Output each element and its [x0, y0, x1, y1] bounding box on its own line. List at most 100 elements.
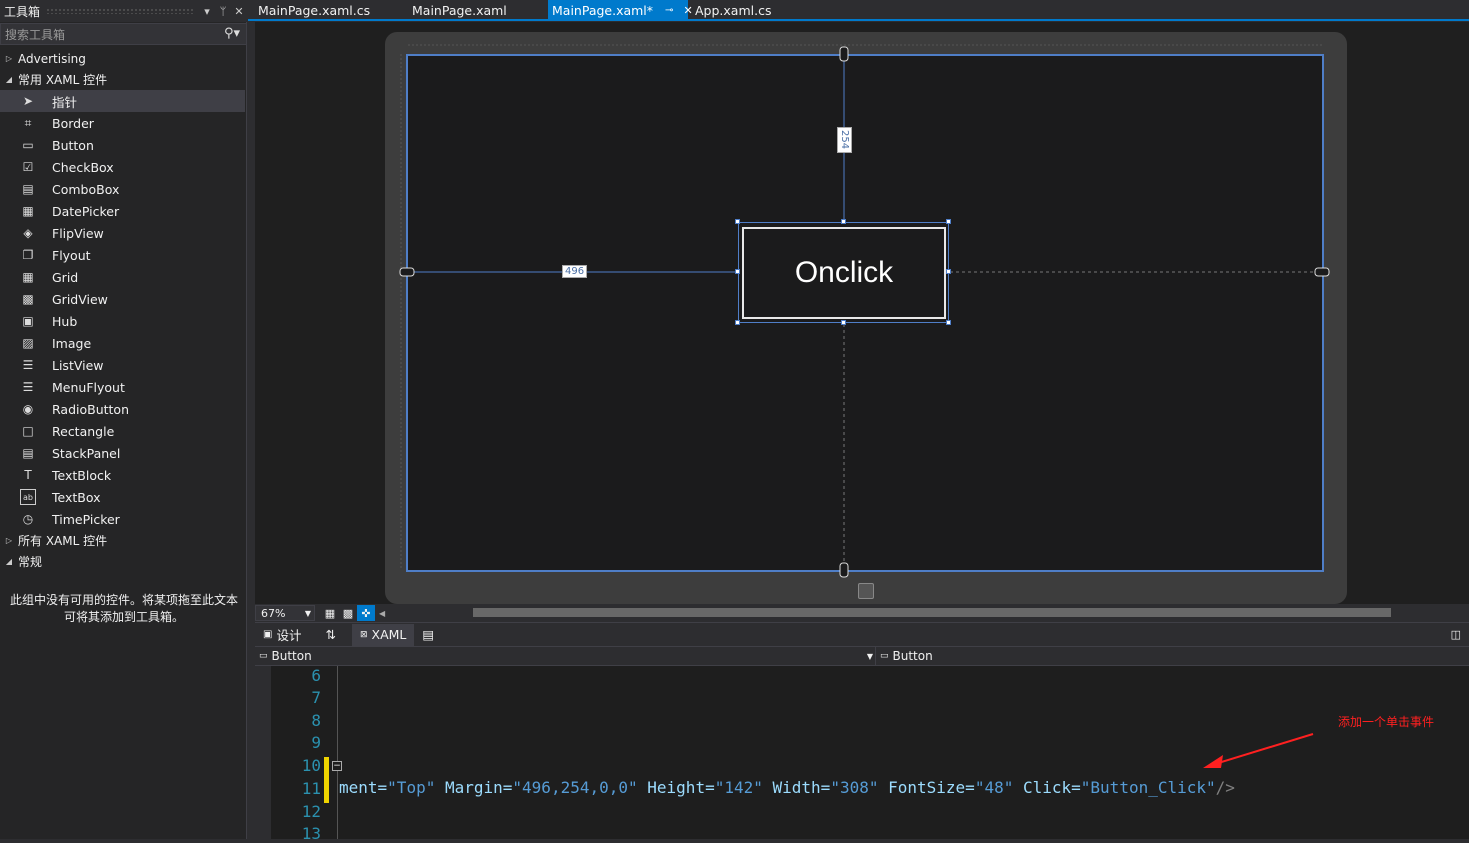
toolbox-item-grid[interactable]: ▦Grid: [0, 266, 245, 288]
resize-handle[interactable]: [841, 219, 846, 224]
toolbox-item-button[interactable]: ▭Button: [0, 134, 245, 156]
toolbox-item-border[interactable]: ⌗Border: [0, 112, 245, 134]
toolbox-item-label: TextBox: [52, 489, 101, 505]
pin-icon[interactable]: ⊸: [665, 4, 674, 16]
group-label: 所有 XAML 控件: [18, 534, 108, 548]
toolbox-item-datepicker[interactable]: ▦DatePicker: [0, 200, 245, 222]
toolbox-panel: 工具箱 ▾ ᛘ ✕ 搜索工具箱 ⚲▾ ▷ Advertising ◢ 常用 XA…: [0, 0, 247, 839]
code-line-11[interactable]: ment="Top" Margin="496,254,0,0" Height="…: [339, 778, 1235, 797]
onclick-button[interactable]: Onclick: [742, 227, 946, 319]
snap-lines-icon[interactable]: ✜: [357, 605, 375, 621]
xaml-code-editor[interactable]: 6 7 8 9 10 11 12 13 − ment="Top" Margin=…: [255, 666, 1469, 843]
group-general[interactable]: ◢ 常规: [0, 551, 247, 572]
element-dropdown-value: Button: [271, 649, 312, 663]
split-vertical-icon[interactable]: ◫: [1450, 628, 1461, 641]
anchor-right-icon[interactable]: [1314, 267, 1330, 277]
outline-line: [337, 666, 338, 839]
anchor-top-icon[interactable]: [839, 46, 849, 62]
tab-mainpage-xaml[interactable]: MainPage.xaml: [402, 0, 548, 20]
group-advertising[interactable]: ▷ Advertising: [0, 48, 247, 69]
popout-xaml-icon[interactable]: ▤: [422, 627, 435, 642]
anchor-left-icon[interactable]: [399, 267, 415, 277]
toolbox-item-rectangle[interactable]: □Rectangle: [0, 420, 245, 442]
tab-app-xaml-cs[interactable]: App.xaml.cs: [688, 0, 808, 20]
snap-grid-icon[interactable]: ▩: [342, 606, 354, 620]
toolbox-title-bar: 工具箱 ▾ ᛘ ✕: [0, 0, 247, 22]
resize-handle[interactable]: [735, 269, 740, 274]
code-token: "308": [830, 778, 879, 797]
tab-mainpage-xaml-cs[interactable]: MainPage.xaml.cs: [248, 0, 402, 20]
resize-handle[interactable]: [735, 219, 740, 224]
pin-icon[interactable]: ᛘ: [219, 4, 227, 18]
toolbox-item-label: GridView: [52, 291, 108, 307]
selection-box: [738, 222, 949, 323]
group-common-xaml[interactable]: ◢ 常用 XAML 控件: [0, 69, 247, 90]
code-navigation-bar: ▭ Button ▼ ▭ Button: [255, 646, 1469, 666]
line-number: 12: [301, 802, 321, 821]
toolbox-item-hub[interactable]: ▣ Hub: [0, 310, 245, 332]
toolbox-item-gridview[interactable]: ▩GridView: [0, 288, 245, 310]
line-number: 7: [311, 688, 321, 707]
toolbox-item-checkbox[interactable]: ☑CheckBox: [0, 156, 245, 178]
toolbox-item-label: Hub: [52, 313, 78, 329]
line-number: 13: [301, 824, 321, 843]
chevron-down-icon: ▼: [866, 651, 873, 661]
search-icon[interactable]: ⚲▾: [223, 26, 240, 41]
close-icon[interactable]: ✕: [234, 4, 244, 18]
page-canvas[interactable]: [406, 54, 1324, 572]
code-token: "Top": [387, 778, 436, 797]
grid-icon: ▦: [22, 270, 34, 284]
zoom-select[interactable]: 67%▼: [255, 605, 315, 621]
xaml-tab[interactable]: ⊠XAML: [351, 623, 415, 646]
toolbox-item-label: DatePicker: [52, 203, 120, 219]
resize-handle[interactable]: [735, 320, 740, 325]
element-dropdown-left[interactable]: ▭ Button ▼: [259, 649, 873, 663]
swap-panes-button[interactable]: ⇅: [325, 627, 336, 642]
toolbox-item-flipview[interactable]: ◈FlipView: [0, 222, 245, 244]
toolbox-item-flyout[interactable]: ❐Flyout: [0, 244, 245, 266]
close-icon[interactable]: ✕: [683, 3, 693, 17]
listview-icon: ☰: [22, 358, 34, 372]
toolbox-item-stackpanel[interactable]: ▤StackPanel: [0, 442, 245, 464]
design-tab[interactable]: ▣设计: [255, 624, 309, 646]
toolbox-item-label: TimePicker: [52, 511, 120, 527]
toolbox-item-label: StackPanel: [52, 445, 121, 461]
toolbox-item-listview[interactable]: ☰ListView: [0, 354, 245, 376]
group-all-xaml[interactable]: ▷ 所有 XAML 控件: [0, 530, 247, 551]
toolbox-item-timepicker[interactable]: ◷TimePicker: [0, 508, 245, 530]
toolbox-item-combobox[interactable]: ▤ComboBox: [0, 178, 245, 200]
dropdown-icon[interactable]: ▾: [204, 4, 210, 18]
tab-label: MainPage.xaml*: [552, 2, 654, 18]
hub-icon: ▣: [22, 314, 34, 328]
horizontal-scrollbar[interactable]: [473, 608, 1391, 617]
element-dropdown-right[interactable]: ▭ Button: [880, 649, 933, 663]
resize-handle[interactable]: [946, 269, 951, 274]
resize-handle[interactable]: [946, 219, 951, 224]
toolbox-item-label: FlipView: [52, 225, 104, 241]
resize-handle[interactable]: [841, 320, 846, 325]
tab-label: MainPage.xaml: [412, 2, 507, 18]
toolbox-search-input[interactable]: 搜索工具箱 ⚲▾: [0, 23, 247, 45]
toolbox-item-指针[interactable]: ➤指针: [0, 90, 245, 112]
anchor-bottom-icon[interactable]: [839, 562, 849, 578]
tab-mainpage-xaml-modified[interactable]: MainPage.xaml* ⊸ ✕: [548, 0, 693, 20]
code-token: Margin=: [435, 778, 513, 797]
element-dropdown-value: Button: [892, 649, 933, 663]
code-token: Click=: [1013, 778, 1081, 797]
line-number: 8: [311, 711, 321, 730]
view-mode-bar: ▣设计 ⇅ ⊠XAML ▤ ◫: [255, 622, 1469, 646]
grid-toggle-icon[interactable]: ▦: [324, 606, 336, 620]
toolbox-item-menuflyout[interactable]: ☰MenuFlyout: [0, 376, 245, 398]
change-marker: [324, 757, 329, 803]
xaml-label: XAML: [371, 627, 407, 642]
xaml-icon: ⊠: [359, 629, 368, 640]
collapse-icon[interactable]: −: [332, 761, 342, 771]
toolbox-item-image[interactable]: ▨Image: [0, 332, 245, 354]
scroll-left-icon[interactable]: ◀: [379, 608, 386, 618]
resize-handle[interactable]: [946, 320, 951, 325]
toolbox-item-radiobutton[interactable]: ◉RadioButton: [0, 398, 245, 420]
title-grip: [46, 8, 193, 14]
element-icon: ▭: [880, 651, 889, 661]
